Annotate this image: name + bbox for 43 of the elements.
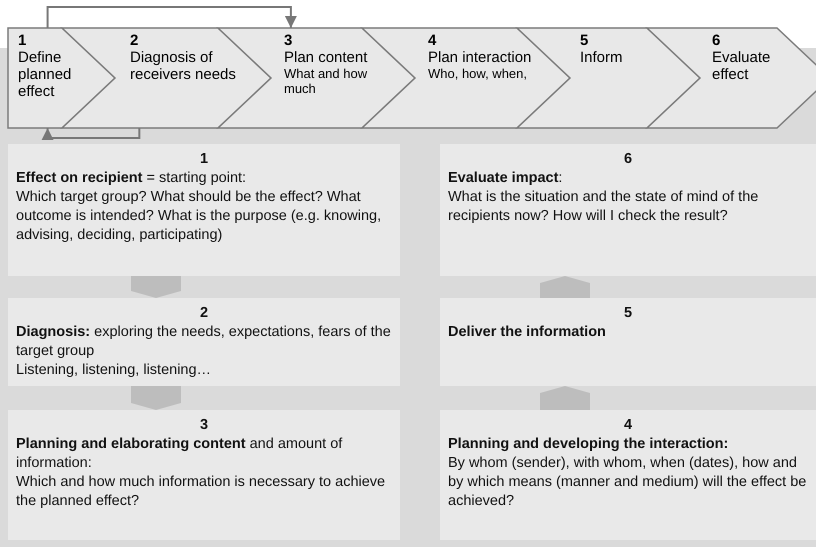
step-number: 2 — [198, 304, 210, 323]
step-title: Plan interaction — [428, 49, 532, 66]
step-subtitle: What and how much — [284, 66, 368, 96]
step-title: Inform — [580, 49, 624, 66]
step-number: 6 — [712, 32, 722, 49]
step-number: 2 — [130, 32, 140, 49]
step-title: Plan content — [284, 49, 368, 66]
step-number: 5 — [580, 32, 590, 49]
step-subtitle: Who, how, when, — [428, 66, 528, 81]
step-title: Diagnosis of receivers needs — [130, 49, 237, 83]
step-title: Define planned effect — [18, 49, 72, 100]
step-number: 5 — [622, 304, 634, 323]
step-title: Evaluate effect — [712, 49, 772, 83]
card-text: Which target group? What should be the effect? What outcome is intended? What is the purpose (e.g. knowing, advising, deciding, participating) — [16, 188, 382, 245]
description-card — [440, 144, 816, 276]
description-card — [440, 410, 816, 540]
step-number: 4 — [428, 32, 438, 49]
card-text: Listening, listening, listening… — [16, 361, 212, 380]
card-heading: Planning and elaborating content and amount of information: — [16, 435, 344, 473]
arrow — [46, 6, 297, 28]
step-number: 3 — [198, 416, 210, 435]
arrow — [42, 128, 140, 140]
step-number: 1 — [198, 150, 210, 169]
description-card — [8, 410, 400, 540]
card-text: By whom (sender), with whom, when (dates), how and by which means (manner and medium) will the effect be achieved? — [448, 454, 808, 511]
block-arrow — [540, 276, 590, 298]
step-number: 1 — [18, 32, 28, 49]
block-arrow — [131, 276, 181, 298]
card-heading: Diagnosis: exploring the needs, expectations, fears of the target group — [16, 323, 392, 361]
step-number: 3 — [284, 32, 294, 49]
block-arrow — [540, 386, 590, 410]
block-arrow — [131, 386, 181, 410]
step-number: 6 — [622, 150, 634, 169]
description-card — [440, 298, 816, 386]
card-heading: Effect on recipient = starting point: — [16, 169, 248, 188]
card-heading: Evaluate impact: — [448, 169, 564, 188]
description-card — [8, 298, 400, 386]
description-card — [8, 144, 400, 276]
card-heading: Deliver the information — [448, 323, 607, 342]
step-number: 4 — [622, 416, 634, 435]
card-text: What is the situation and the state of mind of the recipients now? How will I check the result? — [448, 188, 760, 226]
card-text: Which and how much information is necessary to achieve the planned effect? — [16, 473, 386, 511]
card-heading: Planning and developing the interaction: — [448, 435, 730, 454]
